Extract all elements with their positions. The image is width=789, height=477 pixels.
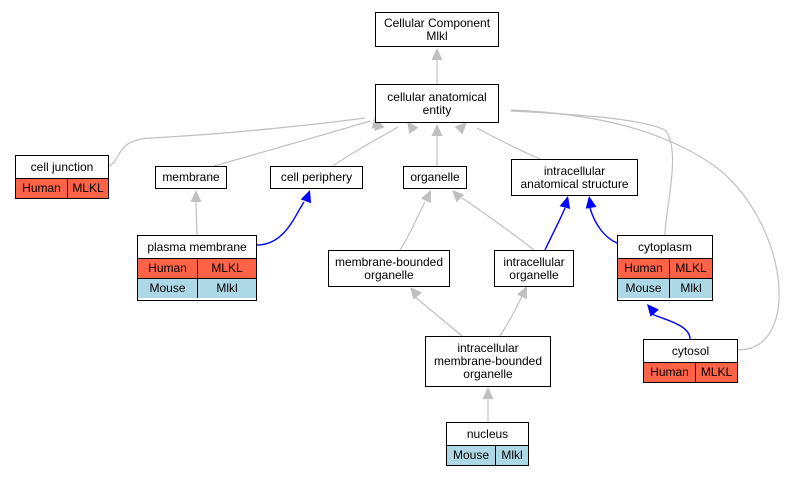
node-label: cytosol	[671, 343, 710, 358]
arrowhead-cytosol-to-cytoplasm	[647, 304, 659, 317]
arrowhead-io-to-organelle	[452, 190, 465, 203]
species-cell: Mouse	[138, 279, 197, 298]
gene-cell: MLKL	[67, 179, 108, 198]
node-cell-periphery[interactable]: cell periphery	[270, 166, 363, 189]
edge-imbo-to-mbo	[414, 296, 463, 337]
arrowhead-plasma_membrane-to-cell_periphery	[300, 190, 312, 204]
arrowhead-nucleus-to-imbo	[482, 387, 494, 399]
node-cellular-anatomical-entity[interactable]: cellular anatomical entity	[375, 84, 499, 123]
edge-cytosol-to-cae	[510, 109, 780, 351]
node-label: intracellular organelle	[503, 254, 565, 282]
edge-cytoplasm-to-ias	[589, 207, 618, 244]
edge-membrane-to-cae	[213, 120, 371, 167]
gene-cell: MLKL	[669, 259, 712, 278]
edge-io-to-ias	[544, 207, 566, 251]
annotation-row-human: Human MLKL	[138, 258, 256, 278]
gene-cell: Mlkl	[197, 279, 256, 298]
node-intracellular-anatomical-structure[interactable]: intracellular anatomical structure	[511, 159, 638, 196]
edge-ias-to-cae	[476, 127, 541, 160]
node-intracellular-membrane-bounded-organelle[interactable]: intracellular membrane-bounded organelle	[425, 336, 551, 387]
node-label: cytoplasm	[637, 239, 693, 254]
node-label: intracellular membrane-bounded organelle	[433, 341, 543, 381]
annotation-row-human: Human MLKL	[16, 178, 108, 198]
arrowhead-cell_periphery-to-cae	[407, 121, 419, 134]
species-cell: Mouse	[447, 446, 495, 465]
node-label: plasma membrane	[147, 239, 247, 254]
node-label: cell periphery	[280, 170, 353, 184]
node-label: membrane-bounded organelle	[334, 254, 444, 282]
arrowhead-organelle-to-cae	[431, 124, 443, 136]
arrowhead-cae-to-root	[431, 48, 443, 60]
edge-cell_junction-to-cae	[108, 117, 366, 167]
node-intracellular-organelle[interactable]: intracellular organelle	[494, 250, 574, 287]
annotation-row-human: Human MLKL	[644, 362, 737, 382]
gene-cell: MLKL	[197, 259, 256, 278]
node-membrane[interactable]: membrane	[155, 166, 227, 189]
arrowhead-imbo-to-io	[516, 286, 527, 300]
species-cell: Human	[644, 363, 695, 382]
annotation-row-mouse: Mouse Mlkl	[447, 445, 528, 465]
node-cellular-component[interactable]: Cellular Component Mlkl	[375, 12, 499, 47]
gene-cell: Mlkl	[669, 279, 712, 298]
arrowhead-ias-to-cae	[454, 122, 467, 135]
node-plasma-membrane[interactable]: plasma membrane Human MLKL Mouse Mlkl	[137, 235, 257, 301]
node-label: intracellular anatomical structure	[520, 163, 629, 191]
node-nucleus[interactable]: nucleus Mouse Mlkl	[446, 422, 529, 466]
node-label: organelle	[410, 170, 460, 184]
edge-io-to-organelle	[461, 197, 535, 251]
node-membrane-bounded-organelle[interactable]: membrane-bounded organelle	[328, 250, 450, 287]
node-label: cellular anatomical entity	[387, 89, 487, 117]
edge-imbo-to-io	[499, 295, 523, 337]
annotation-row-mouse: Mouse Mlkl	[138, 278, 256, 298]
arrowhead-io-to-ias	[559, 196, 571, 210]
arrowhead-mbo-to-organelle	[420, 190, 431, 204]
edge-mbo-to-organelle	[399, 201, 426, 251]
gene-cell: MLKL	[695, 363, 737, 382]
gene-cell: Mlkl	[495, 446, 528, 465]
node-cytoplasm[interactable]: cytoplasm Human MLKL Mouse Mlkl	[617, 235, 713, 301]
node-label: cell junction	[30, 159, 94, 174]
node-label: membrane	[162, 170, 220, 184]
edge-cell_periphery-to-cae	[332, 126, 399, 167]
annotation-row-mouse: Mouse Mlkl	[618, 278, 712, 298]
arrowhead-plasma_membrane-to-membrane	[190, 190, 202, 202]
edge-plasma_membrane-to-membrane	[195, 201, 198, 236]
edge-cytosol-to-cytoplasm	[651, 313, 691, 340]
arrowhead-imbo-to-mbo	[410, 287, 422, 300]
arrowhead-cytoplasm-to-ias	[585, 196, 597, 209]
node-label: Cellular Component Mlkl	[383, 15, 491, 43]
species-cell: Human	[618, 259, 669, 278]
annotation-row-human: Human MLKL	[618, 258, 712, 278]
species-cell: Human	[138, 259, 197, 278]
node-label: nucleus	[466, 426, 509, 441]
species-cell: Human	[16, 179, 67, 198]
node-cytosol[interactable]: cytosol Human MLKL	[643, 339, 738, 383]
edge-plasma_membrane-to-cell_periphery	[256, 201, 305, 246]
node-organelle[interactable]: organelle	[403, 166, 467, 189]
node-cell-junction[interactable]: cell junction Human MLKL	[15, 155, 109, 199]
species-cell: Mouse	[618, 279, 669, 298]
